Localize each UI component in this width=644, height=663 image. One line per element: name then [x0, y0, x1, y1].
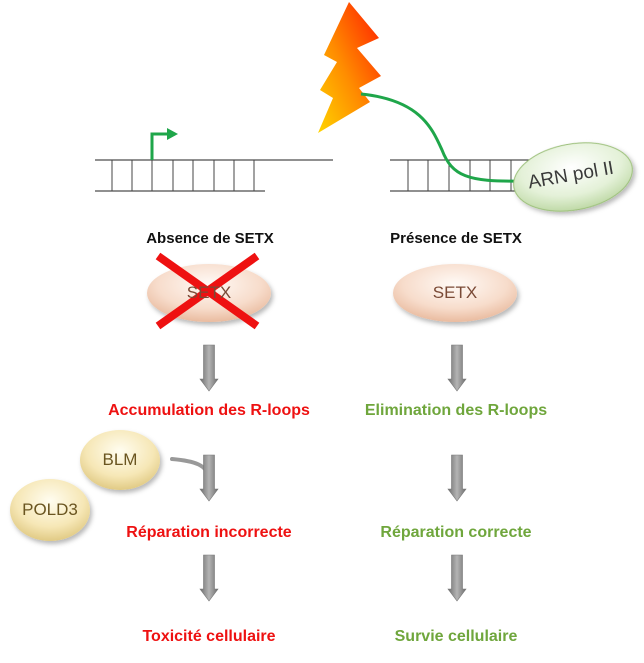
- setx-protein-present: [393, 264, 517, 322]
- red-cross-icon: [155, 252, 260, 330]
- left-step-3: Toxicité cellulaire: [142, 628, 276, 645]
- down-arrow-icon: [447, 554, 467, 602]
- left-step-2: Réparation incorrecte: [126, 524, 292, 541]
- present-setx-heading: Présence de SETX: [390, 230, 522, 247]
- dna-right-segment: [390, 159, 530, 192]
- rna-transcript-line: [360, 92, 521, 183]
- absent-setx-heading: Absence de SETX: [146, 230, 274, 247]
- down-arrow-icon: [199, 344, 219, 392]
- setx-absent-label: SETX: [186, 283, 232, 302]
- right-step-3: Survie cellulaire: [394, 628, 518, 645]
- pold3-label: POLD3: [22, 500, 78, 519]
- rna-polymerase-ii-ellipse: [513, 142, 633, 212]
- down-arrow-icon: [447, 344, 467, 392]
- right-step-2: Réparation correcte: [380, 524, 532, 541]
- right-step-1: Elimination des R-loops: [364, 402, 548, 419]
- transcription-start-arrow-icon: [150, 128, 178, 160]
- pold3-protein: [10, 479, 90, 541]
- blm-protein: [80, 430, 160, 490]
- lightning-bolt-icon: [318, 2, 381, 133]
- left-step-1: Accumulation des R-loops: [108, 402, 310, 419]
- dna-left-segment: [95, 159, 333, 192]
- down-arrow-icon: [199, 554, 219, 602]
- down-arrow-icon: [199, 454, 219, 502]
- blm-label: BLM: [102, 450, 138, 469]
- down-arrow-icon: [447, 454, 467, 502]
- setx-present-label: SETX: [432, 283, 478, 302]
